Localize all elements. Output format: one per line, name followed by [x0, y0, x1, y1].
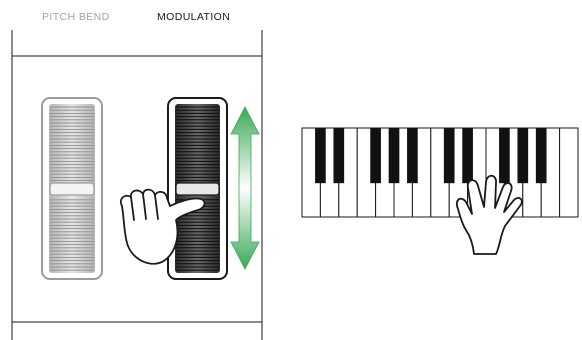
- pitch-bend-wheel: [42, 98, 102, 279]
- black-key: [444, 128, 455, 183]
- black-key: [462, 128, 473, 183]
- black-key: [389, 128, 400, 183]
- black-key: [536, 128, 547, 183]
- white-key: [560, 128, 578, 217]
- black-key: [333, 128, 344, 183]
- black-key: [315, 128, 326, 183]
- keyboard: [302, 128, 578, 217]
- modulation-wheel: [168, 98, 227, 279]
- up-down-arrow-icon: [231, 107, 259, 269]
- black-key: [517, 128, 528, 183]
- black-key: [499, 128, 510, 183]
- black-key: [407, 128, 418, 183]
- black-key: [370, 128, 381, 183]
